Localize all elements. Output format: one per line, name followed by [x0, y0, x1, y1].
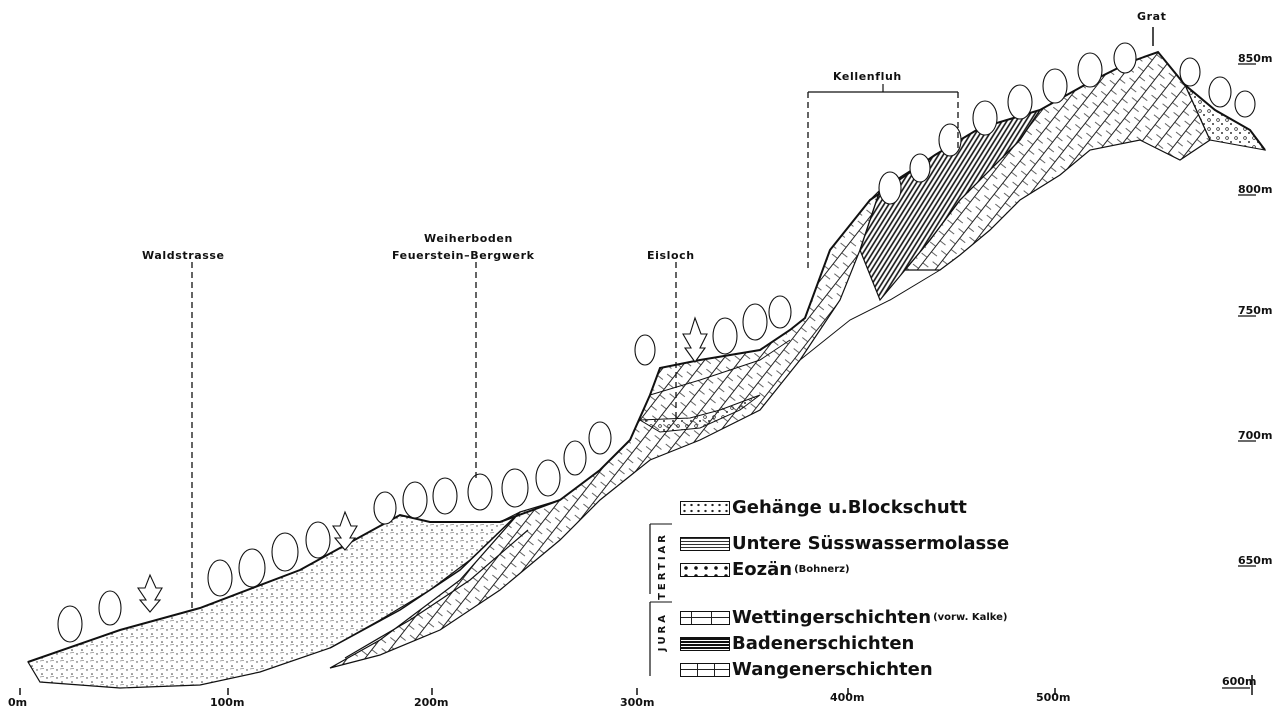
legend-label: Eozän — [732, 559, 792, 580]
y-tick-label: 800m — [1238, 183, 1272, 196]
legend-item-gehaenge: Gehänge u.Blockschutt — [680, 497, 967, 518]
legend-note: (vorw. Kalke) — [933, 612, 1007, 623]
label-feuerstein-bergwerk: Feuerstein–Bergwerk — [392, 249, 535, 262]
legend-label: Wangenerschichten — [732, 659, 933, 680]
swatch-wettinger — [680, 611, 730, 625]
y-tick-label: 600m — [1222, 675, 1256, 688]
label-grat: Grat — [1137, 10, 1167, 23]
swatch-badener — [680, 637, 730, 651]
x-tick-label: 100m — [210, 696, 244, 709]
swatch-eozaen — [680, 563, 730, 577]
x-tick-label: 400m — [830, 691, 864, 704]
legend-item-wangener: Wangenerschichten — [680, 659, 933, 680]
y-tick-label: 750m — [1238, 304, 1272, 317]
x-tick-label: 0m — [8, 696, 27, 709]
label-waldstrasse: Waldstrasse — [142, 249, 225, 262]
swatch-molasse — [680, 537, 730, 551]
legend-item-badener: Badenerschichten — [680, 633, 914, 654]
x-tick-label: 500m — [1036, 691, 1070, 704]
y-tick-label: 700m — [1238, 429, 1272, 442]
label-kellenfluh: Kellenfluh — [833, 70, 902, 83]
y-tick-label: 650m — [1238, 554, 1272, 567]
legend-item-eozaen: Eozän (Bohnerz) — [680, 559, 850, 580]
x-tick-label: 300m — [620, 696, 654, 709]
swatch-wangener — [680, 663, 730, 677]
y-tick-label: 850m — [1238, 52, 1272, 65]
legend-label: Untere Süsswassermolasse — [732, 533, 1009, 554]
legend-item-wettinger: Wettingerschichten (vorw. Kalke) — [680, 607, 1008, 628]
legend-group-jura: JURA — [657, 612, 668, 651]
legend-group-tertiar: TERTIAR — [657, 532, 668, 600]
legend-note: (Bohnerz) — [794, 564, 849, 575]
label-weiherboden: Weiherboden — [424, 232, 513, 245]
label-eisloch: Eisloch — [647, 249, 695, 262]
legend-label: Badenerschichten — [732, 633, 914, 654]
x-tick-label: 200m — [414, 696, 448, 709]
legend-item-molasse: Untere Süsswassermolasse — [680, 533, 1009, 554]
swatch-blockschutt — [680, 501, 730, 515]
legend-label: Wettingerschichten — [732, 607, 931, 628]
legend-label: Gehänge u.Blockschutt — [732, 497, 967, 518]
